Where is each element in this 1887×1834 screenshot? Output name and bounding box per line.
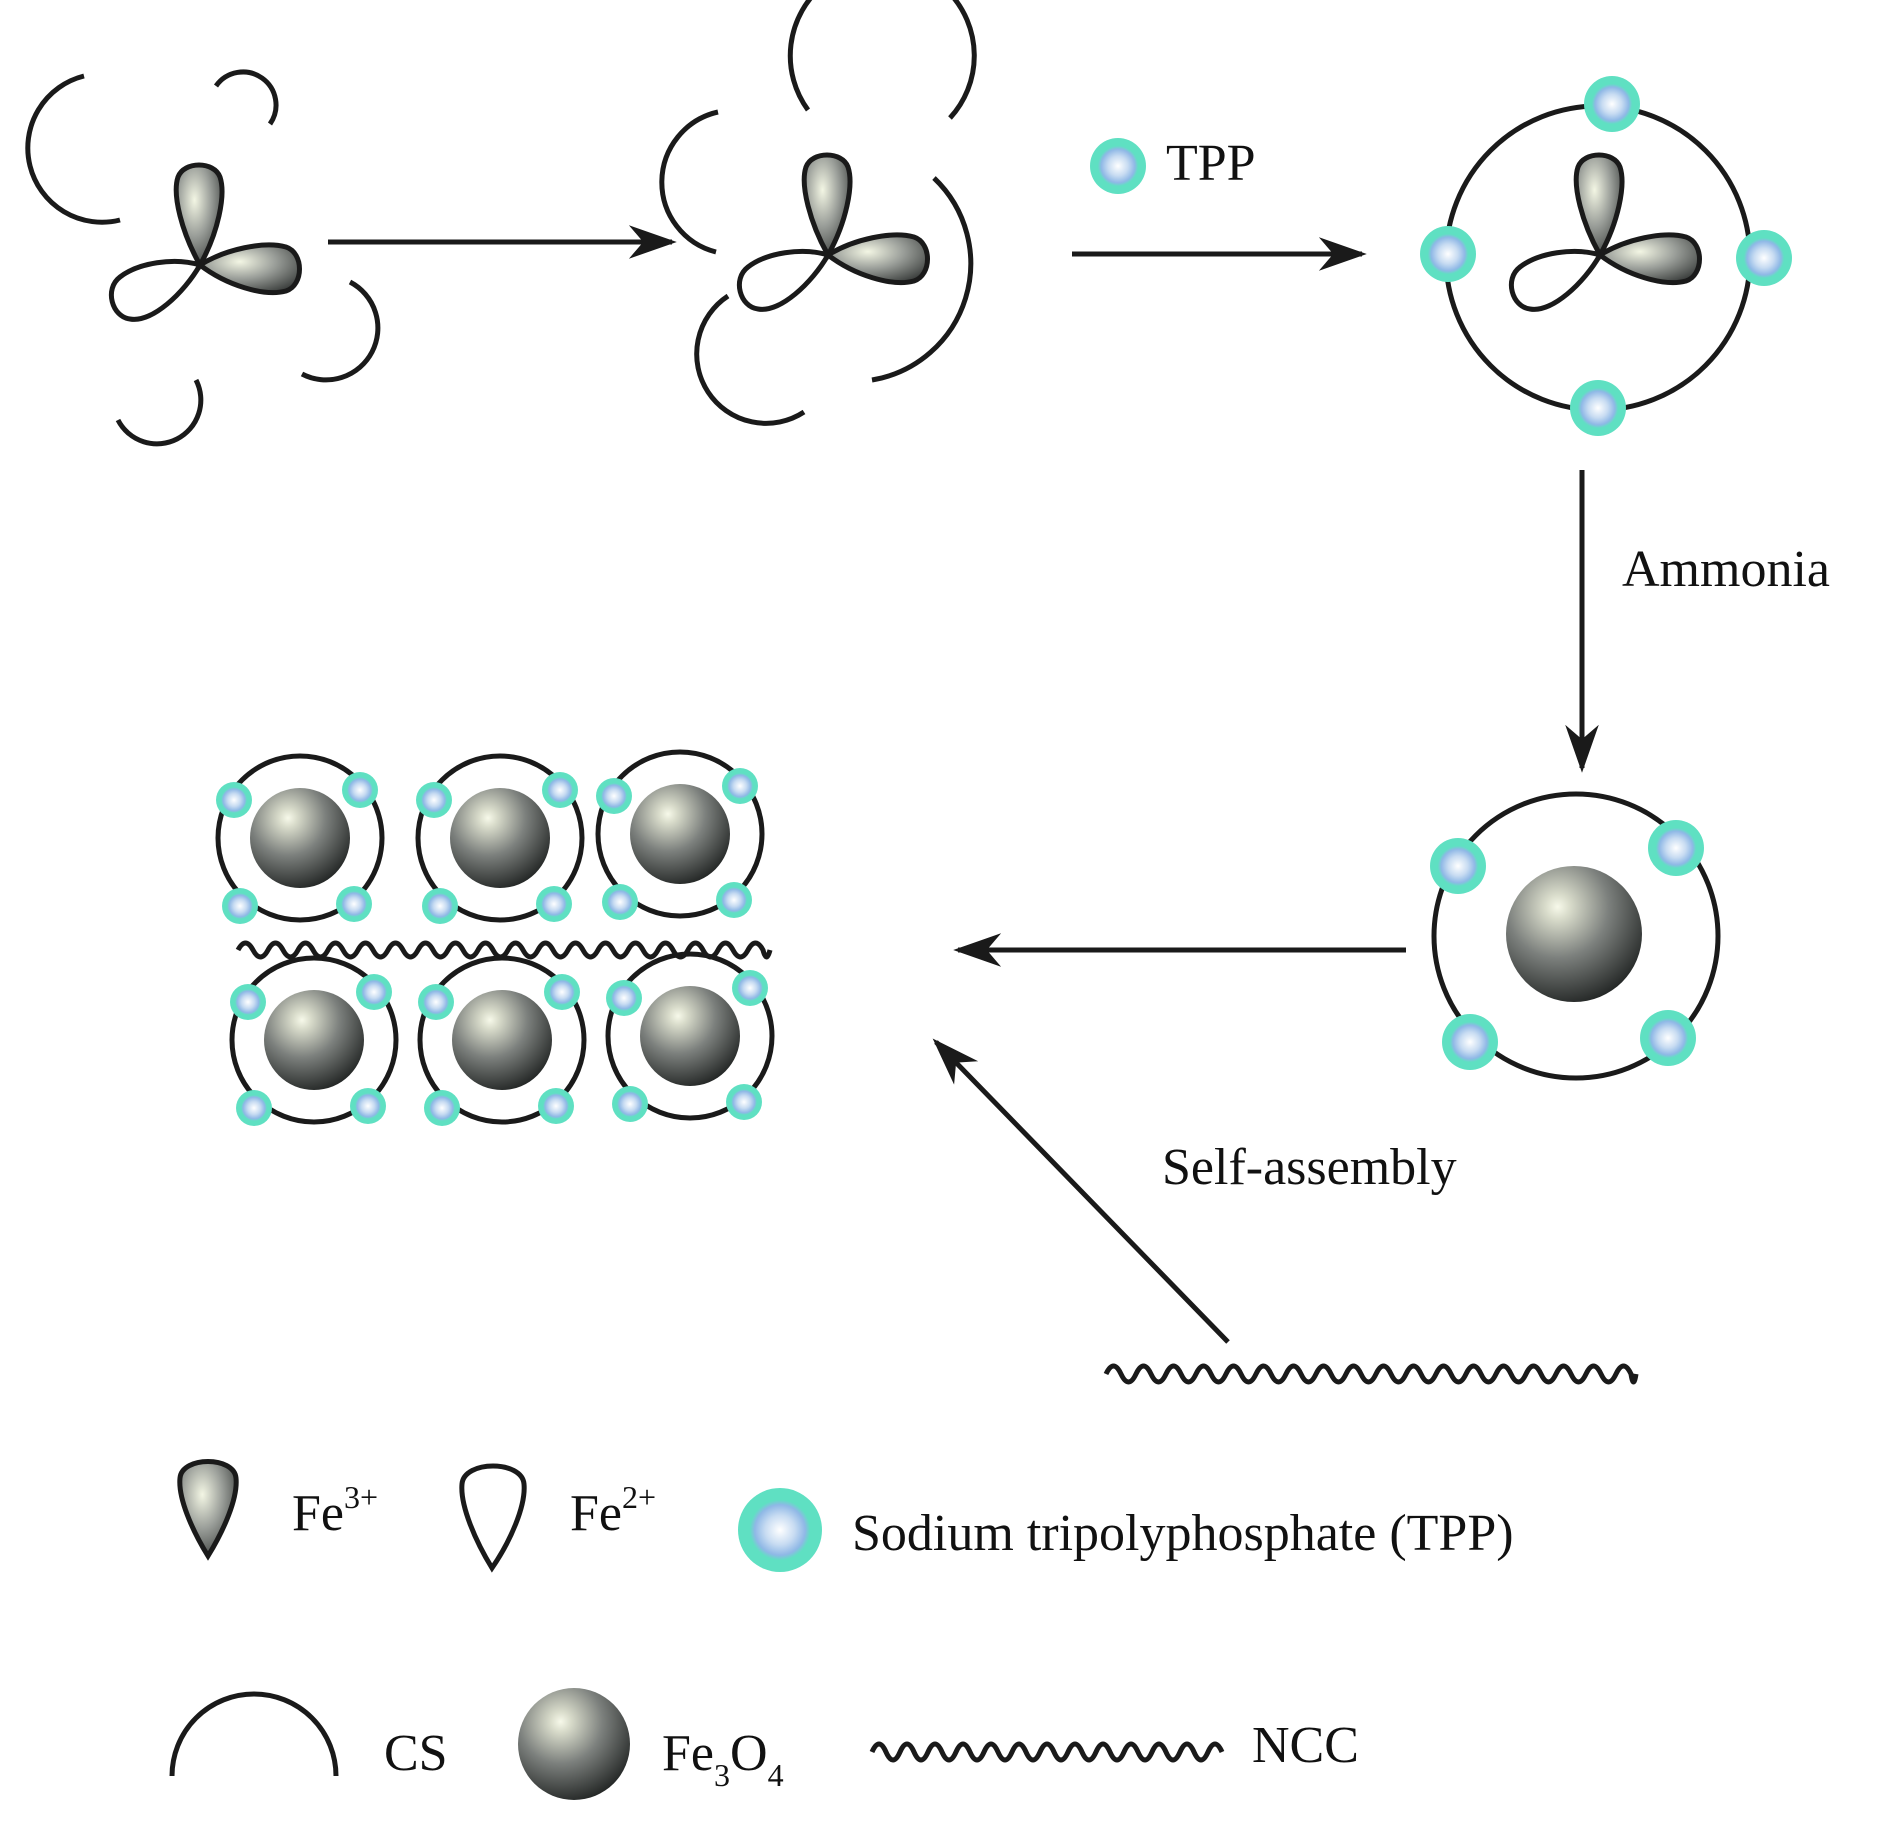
tpp-label: TPP: [1166, 135, 1256, 192]
product-particle: [595, 749, 765, 920]
product-tpp-bead: [542, 772, 578, 808]
ncc-wave-icon: [869, 1741, 1225, 1763]
ammonia-label: Ammonia: [1622, 541, 1830, 598]
product-tpp-bead: [336, 886, 372, 922]
product-tpp-bead: [424, 1090, 460, 1126]
product-particle: [417, 955, 587, 1126]
arrow-5: [932, 1038, 1230, 1344]
stage3-tpp-beads: [1420, 76, 1792, 436]
product-particle: [415, 753, 585, 924]
product-tpp-bead: [356, 974, 392, 1010]
product-tpp-bead: [418, 984, 454, 1020]
product-tpp-bead: [722, 768, 758, 804]
product-tpp-bead: [606, 980, 642, 1016]
product-tpp-bead: [732, 970, 768, 1006]
cs-arc-icon: [169, 1691, 339, 1777]
legend-fe3o4-label: Fe3O4: [662, 1725, 784, 1793]
stage2-cs-arcs: [659, 0, 977, 426]
assembled-product: [215, 749, 775, 1126]
product-fe3o4-core: [264, 990, 364, 1090]
product-tpp-bead: [602, 884, 638, 920]
stage4-particle: [1430, 791, 1721, 1081]
self-assembly-label: Self-assembly: [1162, 1139, 1457, 1196]
product-tpp-bead: [350, 1088, 386, 1124]
fe3o4-sphere-icon: [518, 1688, 630, 1800]
product-tpp-bead: [536, 886, 572, 922]
product-tpp-bead: [716, 882, 752, 918]
product-particle: [605, 951, 775, 1122]
product-tpp-bead: [222, 888, 258, 924]
stage1-cs-arcs: [25, 69, 381, 447]
legend-fe2-label: Fe2+: [570, 1479, 656, 1542]
product-tpp-bead: [230, 984, 266, 1020]
legend-fe3-label: Fe3+: [292, 1479, 378, 1542]
fe2-lobe-icon: [459, 1463, 527, 1573]
product-tpp-bead: [342, 772, 378, 808]
product-fe3o4-core: [250, 788, 350, 888]
product-tpp-bead: [726, 1084, 762, 1120]
ncc-strand-product: [235, 940, 773, 960]
tpp-label-group: TPP: [1090, 135, 1256, 194]
tpp-bead-icon: [1090, 138, 1146, 194]
product-tpp-bead: [612, 1086, 648, 1122]
legend-tpp-icon: [738, 1488, 822, 1572]
stage1-complex: [111, 165, 299, 319]
fe3o4-core: [1506, 866, 1642, 1002]
product-particle: [215, 753, 385, 924]
product-fe3o4-core: [450, 788, 550, 888]
product-tpp-bead: [538, 1088, 574, 1124]
product-tpp-bead: [422, 888, 458, 924]
legend-cs-label: CS: [384, 1725, 448, 1782]
product-fe3o4-core: [630, 784, 730, 884]
product-fe3o4-core: [452, 990, 552, 1090]
product-tpp-bead: [236, 1090, 272, 1126]
product-fe3o4-core: [640, 986, 740, 1086]
product-particle: [229, 955, 399, 1126]
product-tpp-bead: [416, 782, 452, 818]
legend-tpp-label: Sodium tripolyphosphate (TPP): [852, 1505, 1514, 1562]
legend-ncc-label: NCC: [1252, 1717, 1359, 1774]
ncc-strand-input: [1103, 1363, 1639, 1385]
stage2-complex: [739, 155, 927, 309]
product-tpp-bead: [544, 974, 580, 1010]
product-tpp-bead: [216, 782, 252, 818]
product-tpp-bead: [596, 778, 632, 814]
stage3-complex: [1511, 155, 1699, 309]
fe3-lobe-icon: [177, 1459, 239, 1561]
legend: Fe3+ Fe2+ Sodium tripolyphosphate (TPP) …: [169, 1459, 1514, 1800]
